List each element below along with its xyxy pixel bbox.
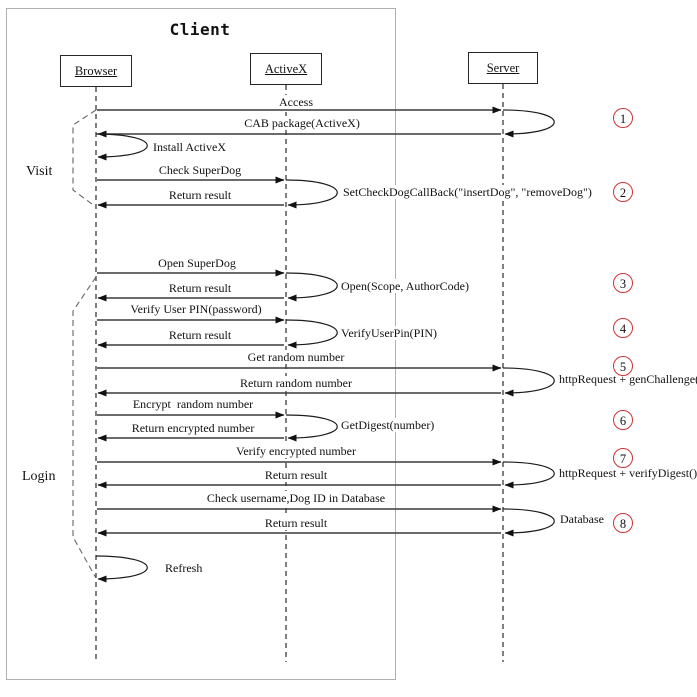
annotation-circle: 2	[613, 182, 633, 202]
activex-self-loop	[285, 414, 338, 442]
message-label: Get random number	[244, 350, 348, 364]
client-boundary-box	[6, 8, 396, 680]
annotation-circle: 7	[613, 448, 633, 468]
participant-server-label: Server	[486, 60, 520, 75]
message-label: Return result	[165, 188, 235, 202]
message-label: Open(Scope, AuthorCode)	[338, 279, 472, 293]
message-label: Return result	[165, 281, 235, 295]
participant-browser-label: Browser	[74, 63, 118, 78]
participant-browser: Browser	[60, 55, 132, 87]
activex-self-loop	[285, 319, 338, 349]
message-label: Return result	[261, 468, 331, 482]
message-label: Return result	[165, 328, 235, 342]
message-label: Verify User PIN(password)	[127, 302, 265, 316]
message-label: Install ActiveX	[150, 140, 229, 154]
participant-server: Server	[468, 52, 538, 84]
server-self-loop	[502, 461, 555, 489]
activex-self-loop	[285, 272, 338, 302]
message-label: Check SuperDog	[155, 163, 245, 177]
message-label: SetCheckDogCallBack("insertDog", "remove…	[340, 185, 595, 199]
message-label: Encrypt random number	[129, 397, 257, 411]
message-label: Verify encrypted number	[233, 444, 359, 458]
self-loops	[95, 109, 555, 583]
annotation-circle: 4	[613, 318, 633, 338]
message-label: Open SuperDog	[155, 256, 239, 270]
diagram-title: Client	[169, 20, 231, 39]
message-label: httpRequest + verifyDigest()	[556, 466, 697, 480]
message-label: httpRequest + genChallenge()	[556, 372, 697, 386]
annotation-circle: 6	[613, 410, 633, 430]
message-label: Return encrypted number	[128, 421, 258, 435]
participant-activex-label: ActiveX	[264, 61, 308, 76]
annotation-circle: 8	[613, 513, 633, 533]
phase-label-visit: Visit	[26, 164, 53, 180]
phase-brackets	[72, 109, 97, 579]
server-self-loop	[502, 109, 555, 138]
browser-self-loop	[95, 133, 148, 161]
message-arrows	[97, 106, 502, 537]
activex-self-loop	[285, 179, 338, 209]
server-self-loop	[502, 367, 555, 397]
message-label: CAB package(ActiveX)	[241, 116, 363, 130]
participant-activex: ActiveX	[250, 53, 322, 85]
browser-self-loop	[95, 555, 148, 583]
message-label: Return random number	[237, 376, 355, 390]
annotation-circle: 1	[613, 108, 633, 128]
lifelines	[95, 84, 504, 662]
message-label: Access	[276, 95, 316, 109]
login-phase-bracket	[72, 276, 97, 579]
server-self-loop	[502, 508, 555, 537]
annotation-circle: 3	[613, 273, 633, 293]
message-label: Database	[557, 512, 607, 526]
visit-phase-bracket	[72, 109, 97, 208]
message-label: GetDigest(number)	[338, 418, 438, 432]
message-label: Return result	[261, 516, 331, 530]
message-label: VerifyUserPin(PIN)	[338, 326, 440, 340]
annotation-circle: 5	[613, 356, 633, 376]
phase-label-login: Login	[22, 469, 56, 485]
message-label: Check username,Dog ID in Database	[203, 491, 389, 505]
message-label: Refresh	[162, 561, 206, 575]
